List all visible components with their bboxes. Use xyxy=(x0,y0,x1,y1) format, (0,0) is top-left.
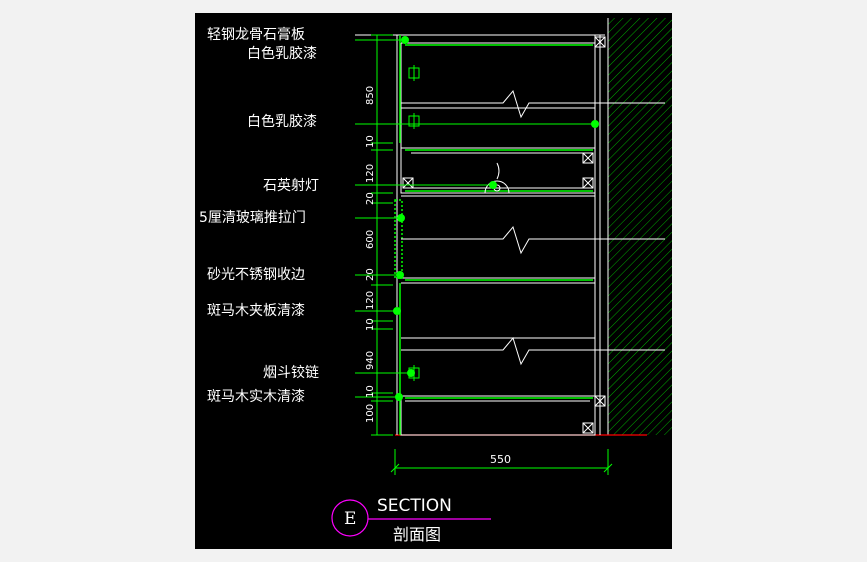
dim-10-b: 10 xyxy=(365,318,376,331)
dim-550: 550 xyxy=(490,453,511,466)
label-clear-glass-sliding-door: 5厘清玻璃推拉门 xyxy=(199,209,306,226)
section-subtitle: 剖面图 xyxy=(393,525,441,544)
label-stainless-steel-trim: 砂光不锈钢收边 xyxy=(207,267,305,283)
dim-20-a: 20 xyxy=(365,192,376,205)
dim-940: 940 xyxy=(365,351,376,370)
horizontal-dimension xyxy=(390,449,613,475)
green-detail xyxy=(394,35,593,435)
dim-10-a: 10 xyxy=(365,135,376,148)
dim-120-a: 120 xyxy=(365,164,376,183)
section-tag-letter: E xyxy=(344,509,356,529)
section-tag-circle xyxy=(331,499,369,537)
dim-850: 850 xyxy=(365,86,376,105)
dim-10-c: 10 xyxy=(365,385,376,398)
cabinet-outline xyxy=(355,34,605,436)
dim-20-b: 20 xyxy=(365,268,376,281)
dim-100: 100 xyxy=(365,404,376,423)
wall-hatch xyxy=(608,18,672,435)
dim-120-b: 120 xyxy=(365,291,376,310)
hinge-symbols xyxy=(408,65,420,381)
section-title: SECTION xyxy=(377,496,452,516)
label-quartz-spotlight: 石英射灯 xyxy=(263,177,319,194)
label-zebrawood-solid: 斑马木实木清漆 xyxy=(207,389,305,405)
label-zebrawood-veneer: 斑马木夹板清漆 xyxy=(207,303,305,319)
break-lines xyxy=(401,89,665,366)
cross-boxes xyxy=(402,36,606,434)
label-white-latex-paint-2: 白色乳胶漆 xyxy=(247,113,317,130)
dim-600: 600 xyxy=(365,230,376,249)
section-drawing: 850 10 120 20 600 20 120 10 940 10 100 5… xyxy=(199,18,672,544)
vertical-dimension xyxy=(371,34,393,436)
label-white-latex-paint-1: 白色乳胶漆 xyxy=(247,45,317,62)
cad-viewport[interactable]: 850 10 120 20 600 20 120 10 940 10 100 5… xyxy=(195,13,672,549)
label-light-steel-gypsum: 轻钢龙骨石膏板 xyxy=(207,26,305,43)
leader-lines xyxy=(355,36,599,401)
label-cup-hinge: 烟斗铰链 xyxy=(263,365,319,381)
